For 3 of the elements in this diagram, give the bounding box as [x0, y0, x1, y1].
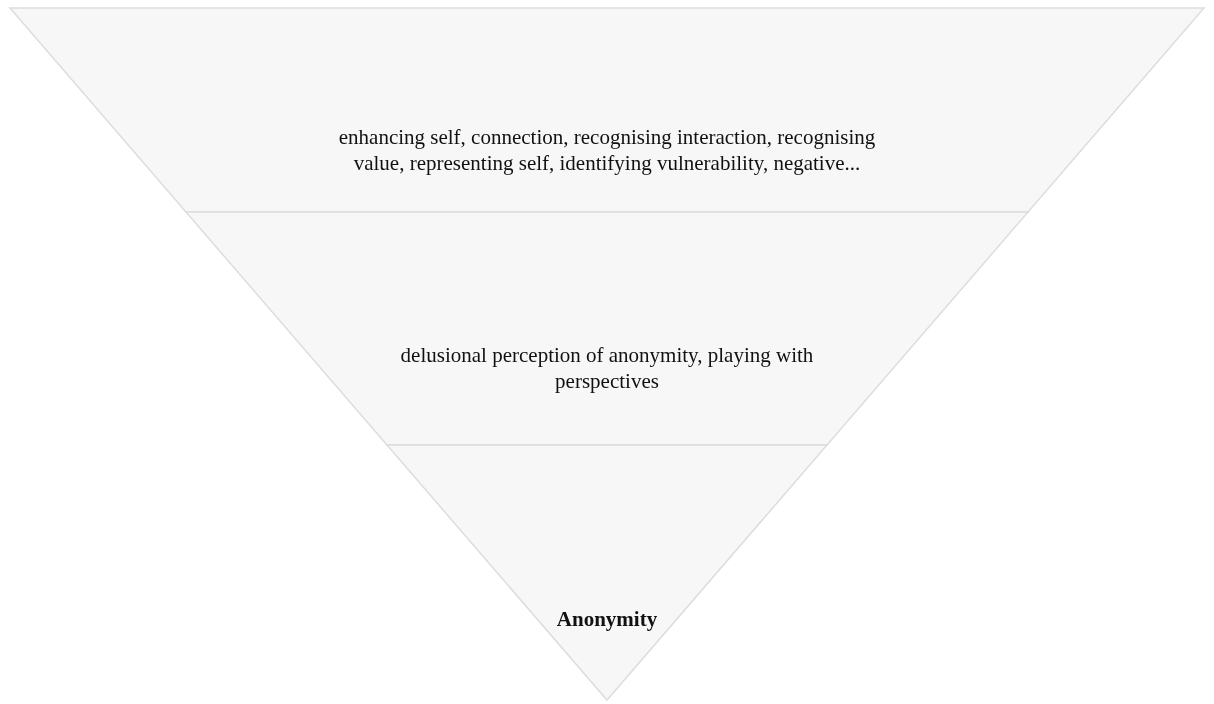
level-text: delusional perception of anonymity, playing with perspectives — [399, 342, 815, 394]
level-text: Anonymity — [555, 606, 659, 632]
level-text: enhancing self, connection, recognising interaction, recognising value, representing self, identifying vulnerability, negative... — [337, 124, 877, 176]
